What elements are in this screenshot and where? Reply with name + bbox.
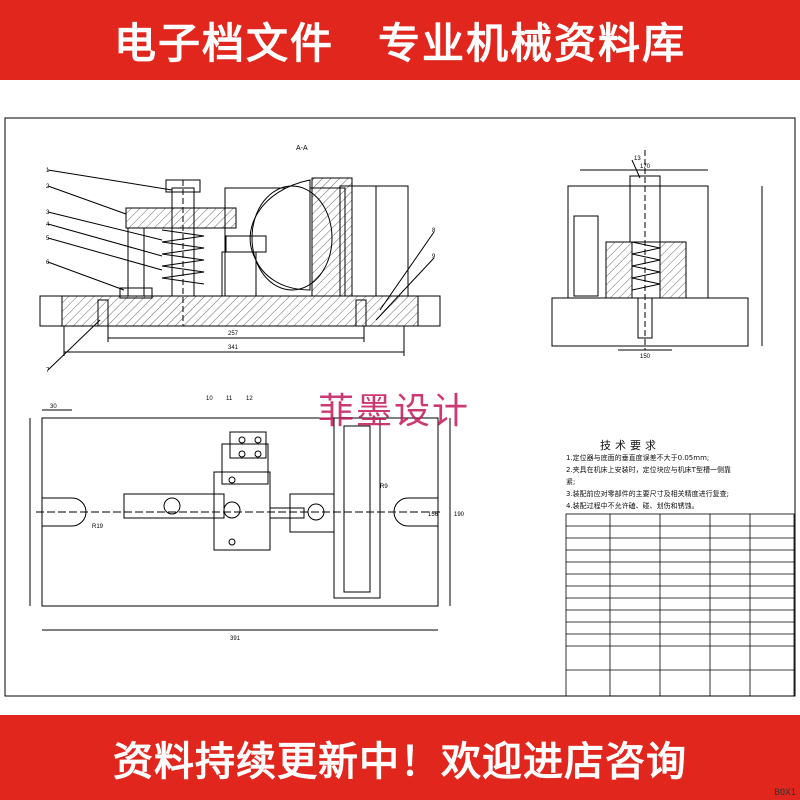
bottom-banner: 资料持续更新中！欢迎进店咨询 (0, 715, 800, 800)
technical-requirements-title: 技术要求 (600, 439, 660, 452)
corner-stamp: BOX1 (774, 788, 796, 798)
engineering-drawing: A-A 1 2 3 4 5 6 7 8 9 257 341 13 170 150 (4, 117, 796, 697)
bottom-banner-text: 资料持续更新中！欢迎进店咨询 (113, 738, 687, 785)
svg-text:150: 150 (640, 354, 651, 360)
top-banner: 电子档文件 专业机械资料库 (0, 0, 800, 80)
svg-text:30: 30 (50, 404, 57, 410)
svg-text:13: 13 (634, 156, 641, 162)
svg-text:6: 6 (46, 260, 50, 266)
svg-text:4: 4 (46, 222, 50, 228)
svg-text:1: 1 (46, 168, 50, 174)
svg-text:11: 11 (226, 396, 233, 402)
svg-text:341: 341 (228, 345, 239, 351)
plan-view (29, 409, 451, 631)
svg-text:9: 9 (432, 254, 436, 260)
svg-text:5: 5 (46, 236, 50, 242)
svg-text:R19: R19 (92, 524, 104, 530)
top-banner-left-text: 电子档文件 (113, 18, 334, 68)
side-view (551, 150, 763, 351)
svg-text:10: 10 (206, 396, 213, 402)
technical-requirements-list: 1.定位器与底面的垂直度误差不大于0.05mm; 2.夹具在机床上安装时，定位块… (566, 452, 766, 512)
top-banner-right-text: 专业机械资料库 (378, 18, 687, 68)
svg-text:391: 391 (230, 636, 241, 642)
tech-req-line: 3.装配前应对零部件的主要尺寸及相关精度进行复查; (566, 490, 730, 498)
svg-text:156: 156 (428, 512, 439, 518)
section-label: A-A (296, 145, 308, 152)
front-section-view (39, 169, 441, 371)
svg-text:2: 2 (46, 184, 50, 190)
tech-req-line: 2.夹具在机床上安装时，定位块应与机床T型槽一侧靠 (566, 466, 731, 474)
drawing-border (4, 117, 796, 697)
tech-req-line: 紧; (566, 478, 576, 486)
title-block (565, 513, 795, 697)
svg-text:170: 170 (640, 164, 651, 170)
svg-text:190: 190 (454, 512, 465, 518)
svg-text:3: 3 (46, 210, 50, 216)
watermark-text: 菲墨设计 (318, 391, 471, 432)
svg-text:7: 7 (46, 368, 50, 374)
svg-text:8: 8 (432, 228, 436, 234)
svg-text:12: 12 (246, 396, 253, 402)
svg-text:R9: R9 (380, 484, 388, 490)
svg-text:257: 257 (228, 331, 239, 337)
tech-req-line: 1.定位器与底面的垂直度误差不大于0.05mm; (566, 454, 710, 462)
tech-req-line: 4.装配过程中不允许磕、碰、划伤和锈蚀。 (566, 502, 699, 510)
